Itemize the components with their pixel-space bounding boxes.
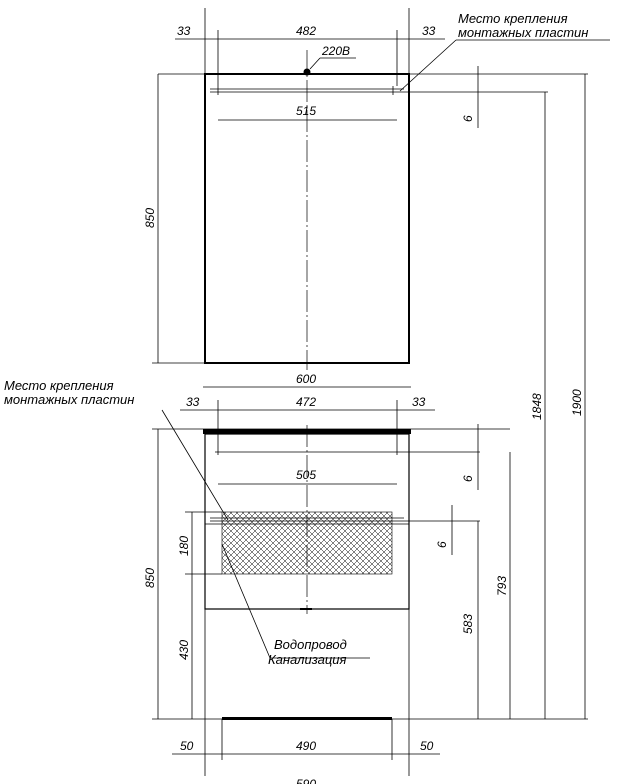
plumbing-note-line2: Канализация xyxy=(268,652,346,667)
mirror-outer-right-dim: 33 xyxy=(422,24,436,38)
mount-mid-note-line1: Место крепления xyxy=(4,378,114,393)
plumbing-leader xyxy=(221,543,271,659)
socket-label: 220В xyxy=(321,44,350,58)
bottom-width-dim: 590 xyxy=(296,777,316,784)
leg-right-dim: 50 xyxy=(420,739,434,753)
plumbing-zone-height-dim: 180 xyxy=(177,536,191,556)
mirror-inner-width-dim: 482 xyxy=(296,24,316,38)
mount-top-note-line2: монтажных пластин xyxy=(458,25,588,40)
total-height-dim: 1900 xyxy=(570,389,584,416)
socket-leader xyxy=(309,57,321,70)
mirror-outer-left-dim: 33 xyxy=(177,24,191,38)
cabinet-inner-width-dim: 472 xyxy=(296,395,316,409)
socket-icon xyxy=(303,68,311,76)
cabinet-plate-offset-dim: 6 xyxy=(461,475,475,482)
cabinet-outer-left-dim: 33 xyxy=(186,395,200,409)
mirror-plate-height-dim: 1848 xyxy=(530,393,544,420)
mirror-height-dim: 850 xyxy=(143,208,157,228)
top-height-dim: 793 xyxy=(495,576,509,596)
base-height-dim: 430 xyxy=(177,640,191,660)
cabinet-plate-span-dim: 505 xyxy=(296,468,316,482)
mount-top-leader xyxy=(399,39,457,92)
pipe-height-dim: 583 xyxy=(461,614,475,634)
mount-mid-note-line2: монтажных пластин xyxy=(4,392,134,407)
pipe-offset-dim: 6 xyxy=(435,541,449,548)
mount-mid-leader xyxy=(161,409,229,521)
mirror-view: 220В 33 482 33 515 6 850 Место крепления… xyxy=(143,8,610,370)
cabinet-view: 600 33 472 33 505 6 6 180 430 850 583 79… xyxy=(4,74,588,784)
leg-span-dim: 490 xyxy=(296,739,316,753)
plumbing-note-line1: Водопровод xyxy=(274,637,347,652)
mount-top-note-line1: Место крепления xyxy=(458,11,568,26)
cabinet-width-dim: 600 xyxy=(296,372,316,386)
leg-left-dim: 50 xyxy=(180,739,194,753)
cabinet-base xyxy=(222,717,392,720)
cabinet-height-dim: 850 xyxy=(143,568,157,588)
mirror-plate-span-dim: 515 xyxy=(296,104,316,118)
mirror-plate-offset-dim: 6 xyxy=(461,115,475,122)
cabinet-outer-right-dim: 33 xyxy=(412,395,426,409)
